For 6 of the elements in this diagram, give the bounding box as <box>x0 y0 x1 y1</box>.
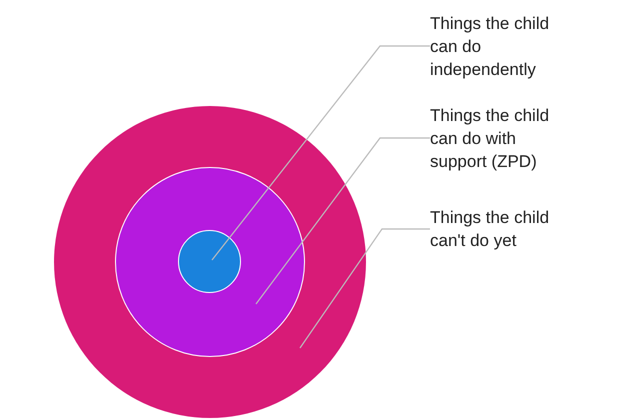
label-text: Things the child can do with support (ZPD) <box>430 104 570 173</box>
leader-line <box>256 137 430 304</box>
leader-line <box>212 45 430 260</box>
label-text: Things the child can't do yet <box>430 206 570 252</box>
label-text: Things the child can do independently <box>430 12 570 81</box>
leader-line <box>300 228 430 348</box>
